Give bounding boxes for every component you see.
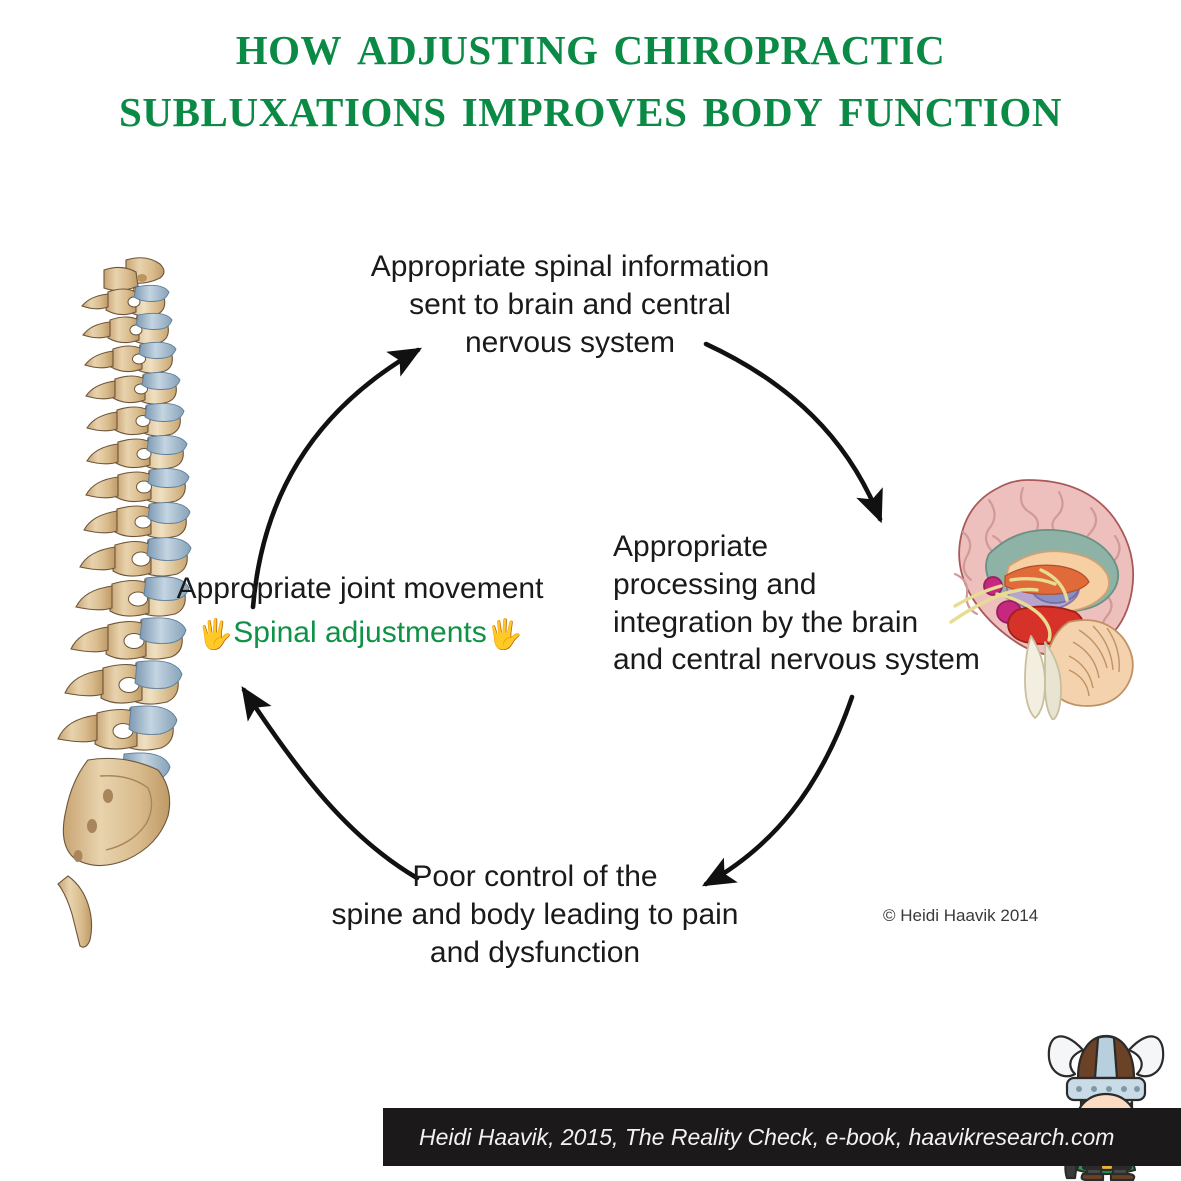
node-bottom-line-2: spine and body leading to pain [331, 897, 739, 931]
hand-icon-right: 🖐 [486, 616, 523, 651]
caption-bar: Heidi Haavik, 2015, The Reality Check, e… [383, 1108, 1181, 1166]
arrow-information-to-brain [703, 341, 883, 524]
hand-icon-left: 🖐 [197, 616, 234, 651]
node-right-line-2: processing and [613, 567, 817, 601]
node-bottom-line-3: and dysfunction [429, 935, 641, 969]
node-left-line-1: Appropriate joint movement [176, 572, 544, 605]
arrow-brain-to-poor-control [701, 694, 855, 887]
cycle-node-spinal-information: Appropriate spinal information sent to b… [300, 248, 840, 361]
node-top-line-2: sent to brain and central [409, 287, 731, 321]
node-right-line-4: and central nervous system [613, 643, 980, 677]
cycle-node-poor-control: Poor control of the spine and body leadi… [320, 858, 750, 971]
cycle-node-joint-movement: Appropriate joint movement 🖐Spinal adjus… [140, 570, 580, 652]
node-top-line-3: nervous system [464, 325, 676, 359]
spinal-adjustments-intervention: 🖐Spinal adjustments🖐 [140, 614, 580, 653]
spine-illustration [30, 248, 220, 968]
cycle-node-brain-processing: Appropriate processing and integration b… [613, 528, 1013, 679]
node-top-line-1: Appropriate spinal information [370, 250, 770, 283]
title-line-2: subluxations improves body function [118, 74, 1063, 140]
node-right-line-3: integration by the brain [613, 605, 919, 639]
node-bottom-line-1: Poor control of the [412, 860, 658, 893]
caption-text: Heidi Haavik, 2015, The Reality Check, e… [419, 1124, 1115, 1150]
title-line-1: How adjusting chiropractic [235, 12, 946, 77]
node-right-line-1: Appropriate [613, 530, 769, 563]
arrow-spine-to-information [250, 347, 422, 610]
copyright-notice: © Heidi Haavik 2014 [883, 906, 1039, 925]
page-title: How adjusting chiropractic subluxations … [0, 12, 1181, 140]
brain-illustration [893, 470, 1163, 721]
spinal-adjustments-label: Spinal adjustments [233, 615, 487, 649]
arrow-poor-control-to-joint-movement [241, 686, 420, 881]
